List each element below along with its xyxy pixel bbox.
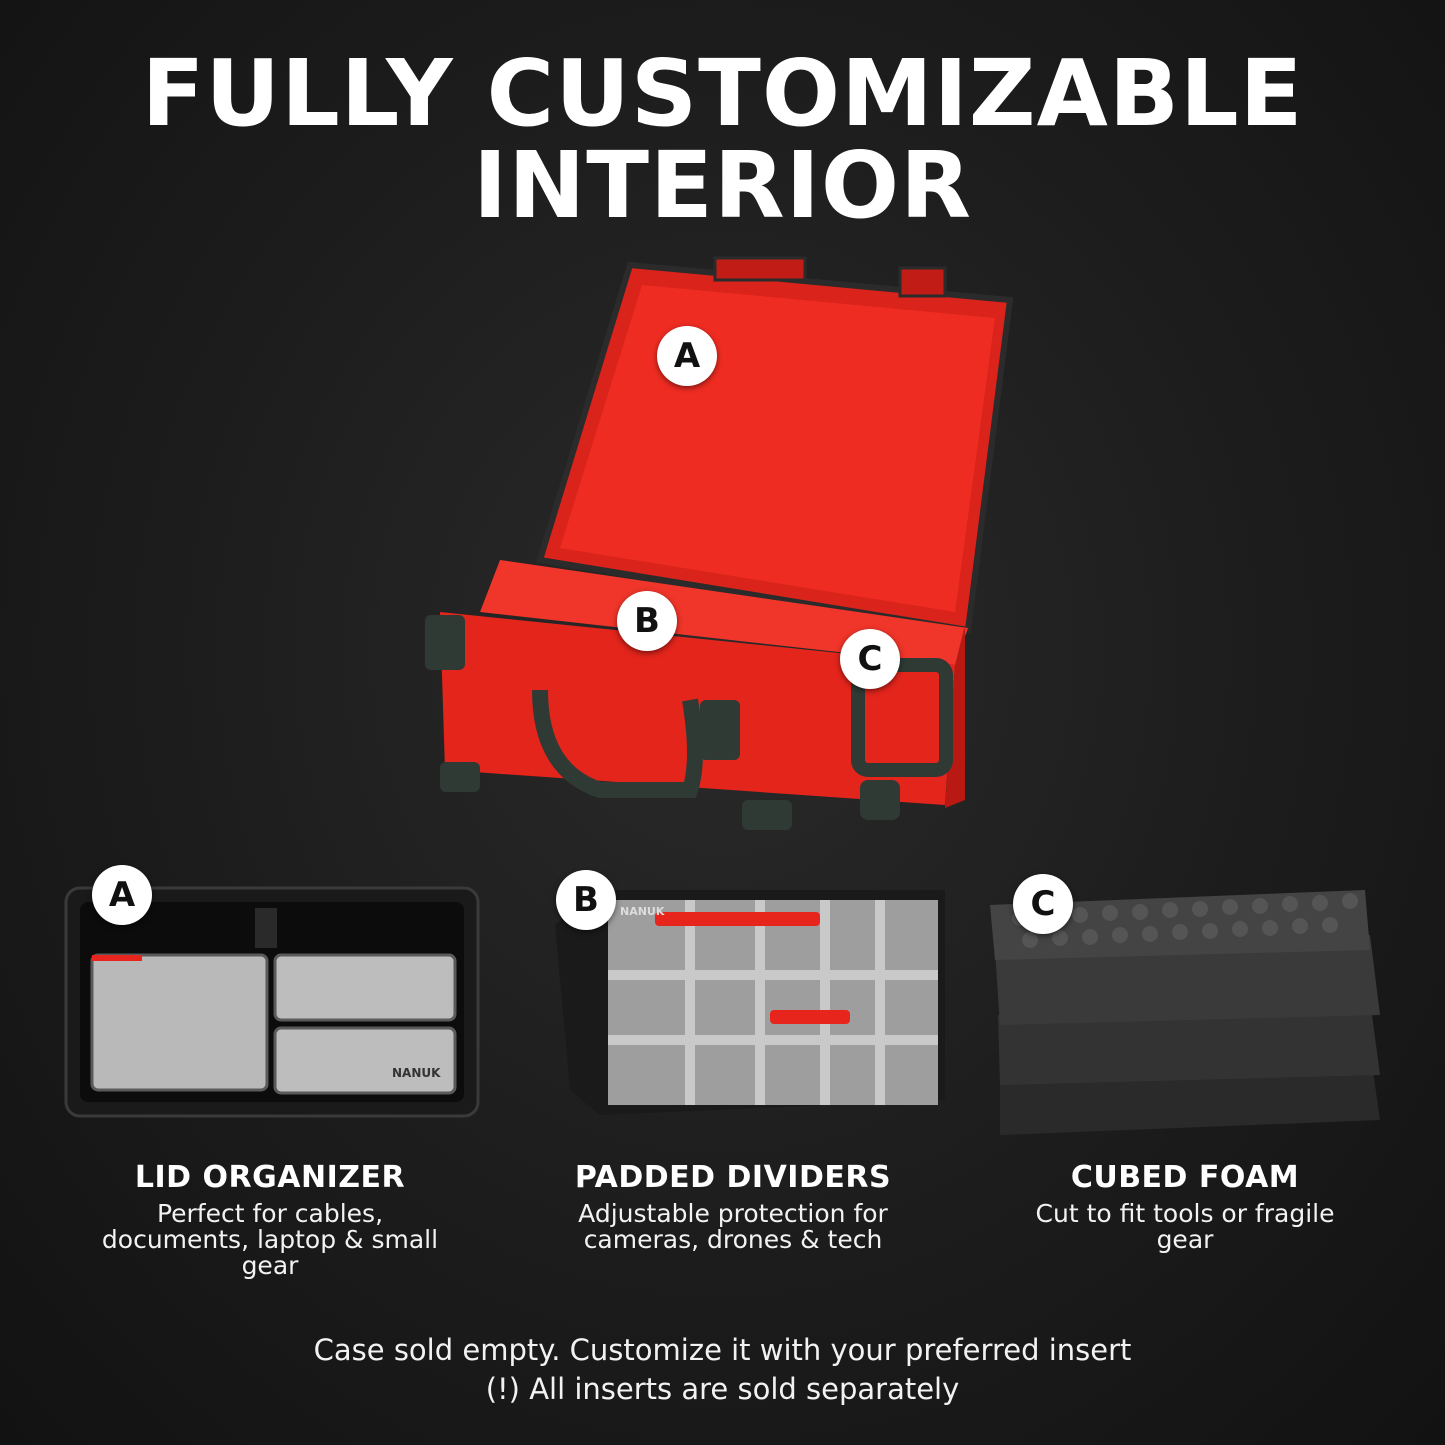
footer-note: Case sold empty. Customize it with your … [313,1333,1132,1367]
headline-line-2: INTERIOR [473,132,972,239]
padded-dividers-title: PADDED DIVIDERS [574,1160,892,1195]
cubed-foam-caption: CUBED FOAM Cut to fit tools or fragile g… [965,1160,1405,1253]
footer-disclaimer: (!) All inserts are sold separately [485,1372,960,1406]
padded-dividers-caption: PADDED DIVIDERS Adjustable protection fo… [513,1160,953,1253]
lid-organizer-description: Perfect for cables, documents, laptop & … [101,1199,439,1280]
case-lid-latch-right [898,266,947,298]
padded-dividers-description: Adjustable protection for cameras, drone… [578,1199,888,1254]
case-latch-mid [700,700,740,760]
case-side-handle [851,658,953,777]
lid-organizer-title: LID ORGANIZER [134,1160,406,1195]
case-marker-b: B [617,591,677,651]
case-wheel [860,780,900,820]
case-front-handle [532,689,703,798]
insert-marker-c: C [1013,874,1073,934]
headline-line-1: FULLY CUSTOMIZABLE [141,40,1304,147]
insert-marker-b: B [556,870,616,930]
case-foot-left [440,762,480,792]
cubed-foam-description: Cut to fit tools or fragile gear [1035,1199,1335,1254]
padded-dividers-brand-label: NANUK [620,905,665,918]
lid-organizer-caption: LID ORGANIZER Perfect for cables, docume… [50,1160,490,1279]
case-marker-c: C [840,629,900,689]
case-marker-a: A [657,326,717,386]
insert-marker-a: A [92,865,152,925]
lid-organizer-brand-label: NANUK [392,1066,441,1080]
case-foot-right [742,800,792,830]
cubed-foam-title: CUBED FOAM [1070,1160,1300,1195]
case-latch-left [425,615,465,670]
case-lid-latch [713,256,807,282]
